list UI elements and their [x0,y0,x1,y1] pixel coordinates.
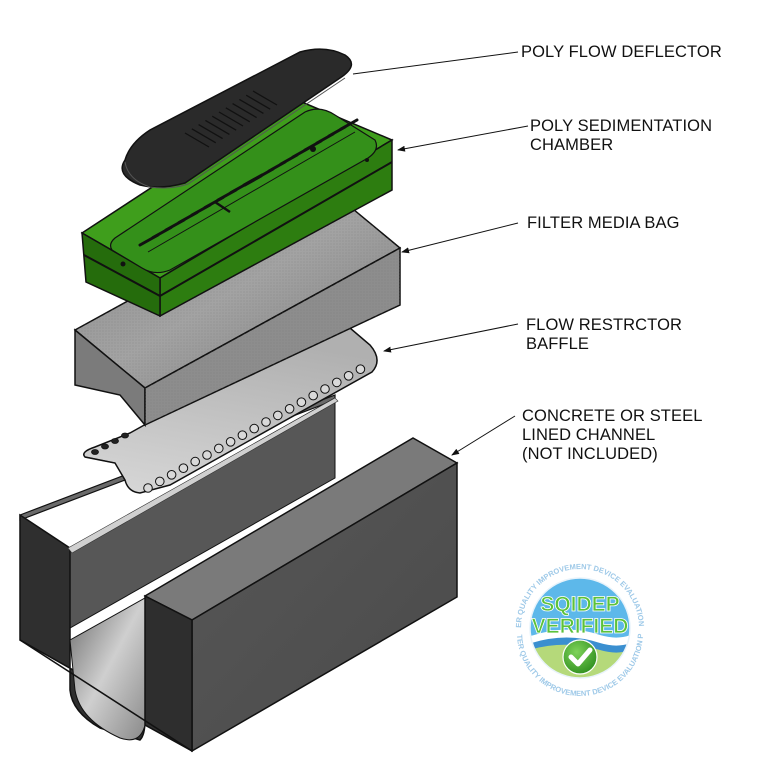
baffle-hole [143,483,153,493]
baffle-hole [284,404,295,414]
label-line: POLY FLOW DEFLECTOR [521,43,722,61]
baffle-hole [190,456,200,467]
baffle-hole [343,371,354,381]
flow-restrictor-baffle [83,322,378,494]
baffle-hole [155,476,165,487]
baffle-hole [214,443,224,454]
deflector-rib [211,115,237,131]
deflector-rib [184,132,210,148]
baffle-hole [101,443,109,450]
label-lined-channel: CONCRETE OR STEEL LINED CHANNEL (NOT INC… [522,407,702,464]
baffle-hole [225,437,236,447]
chamber-slot [339,118,359,131]
deflector-rib [191,128,217,144]
poly-sedimentation-chamber [80,96,394,318]
baffle-hole [91,449,99,455]
label-line: FLOW RESTRCTOR [526,316,683,334]
checkmark-icon [562,639,598,675]
baffle-hole [121,432,129,439]
deflector-rib [218,111,244,127]
poly-flow-deflector [121,48,353,189]
label-filter-media-bag: FILTER MEDIA BAG [527,214,680,233]
baffle-hole [178,463,189,474]
label-line: POLY SEDIMENTATION [530,117,713,135]
baffle-hole [296,397,307,408]
label-line: BAFFLE [526,335,589,353]
label-poly-flow-deflector: POLY FLOW DEFLECTOR [521,43,722,62]
baffle-hole [355,364,366,375]
label-flow-restrictor-baffle: FLOW RESTRCTOR BAFFLE [526,316,682,354]
leader-baffle [383,323,519,353]
baffle-hole [320,384,330,394]
label-line: LINED CHANNEL [522,426,656,444]
deflector-rib [198,124,223,140]
baffle-hole [273,410,283,421]
sqidep-verified-badge: STORMWATER QUALITY IMPROVEMENT DEVICE EV… [502,546,655,703]
deflector-rib [245,94,271,110]
badge-line1: SQIDEP [540,593,619,616]
label-line: CHAMBER [530,136,614,154]
deflector-rib [205,119,230,135]
leader-lines [352,51,529,456]
deflector-rib [232,103,257,119]
deflector-rib [252,90,278,106]
baffle-hole [202,450,212,460]
label-poly-sedimentation-chamber: POLY SEDIMENTATION CHAMBER [530,117,712,155]
filter-media-bag [73,189,402,428]
label-line: CONCRETE OR STEEL [522,407,703,425]
baffle-hole [308,390,319,401]
leader-channel [451,415,516,456]
baffle-hole [332,377,342,388]
lined-channel [19,394,459,753]
deflector-rib [225,107,251,123]
baffle-hole [249,423,259,434]
baffle-hole [261,417,271,427]
leader-deflector [352,51,519,75]
badge-line2: VERIFIED [532,615,629,638]
label-line: FILTER MEDIA BAG [527,214,680,232]
leader-chamber [397,125,529,152]
baffle-hole [166,470,177,480]
label-line: (NOT INCLUDED) [522,445,658,463]
baffle-hole [111,438,119,444]
leader-bag [401,222,519,254]
deflector-rib [239,98,264,114]
baffle-hole [237,430,248,441]
